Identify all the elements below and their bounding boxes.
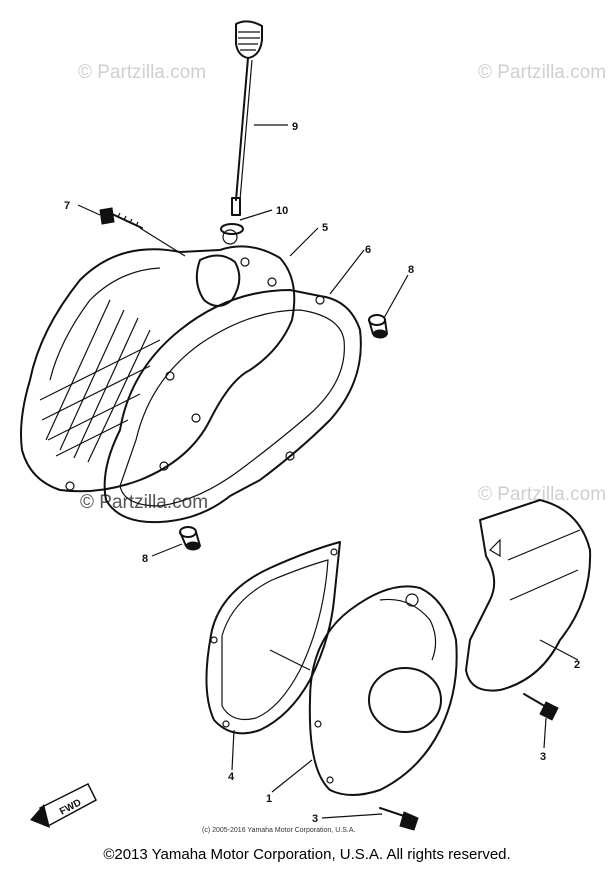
callout-4: 4 xyxy=(228,771,235,783)
callout-6: 6 xyxy=(365,244,371,256)
dipstick-part-9 xyxy=(231,20,263,216)
fwd-arrow-icon: FWD xyxy=(30,782,97,828)
screw-part-3-right xyxy=(523,693,559,721)
footer-copyright: ©2013 Yamaha Motor Corporation, U.S.A. A… xyxy=(103,846,511,863)
callout-1: 1 xyxy=(266,793,272,805)
callout-8-upper: 8 xyxy=(408,264,414,276)
watermark-top-left: © Partzilla.com xyxy=(78,62,206,83)
watermark-middle-right: © Partzilla.com xyxy=(478,484,606,505)
gasket-part-4 xyxy=(205,541,341,735)
magneto-cover-part-1 xyxy=(308,585,458,796)
dowel-pin-part-8-upper xyxy=(368,314,388,339)
gasket-part-6 xyxy=(103,289,362,524)
callout-3-bottom: 3 xyxy=(312,813,318,825)
callout-9: 9 xyxy=(292,121,298,133)
watermark-middle-left: © Partzilla.com xyxy=(80,492,208,513)
callout-8-lower: 8 xyxy=(142,553,148,565)
callout-2: 2 xyxy=(574,659,580,671)
callout-10: 10 xyxy=(276,205,288,217)
o-ring-part-10 xyxy=(220,223,244,235)
screw-part-3-bottom xyxy=(379,807,419,831)
crankcase-cover-part-5 xyxy=(20,229,296,493)
bolt-part-7 xyxy=(99,207,143,229)
dowel-pin-part-8-lower xyxy=(179,526,201,551)
small-copyright: (c) 2005-2016 Yamaha Motor Corporation, … xyxy=(202,827,355,834)
callout-3-right: 3 xyxy=(540,751,546,763)
leader-lines xyxy=(77,124,579,819)
callout-7: 7 xyxy=(64,200,70,212)
sprocket-cover-part-2 xyxy=(465,499,592,692)
callout-5: 5 xyxy=(322,222,328,234)
watermark-top-right: © Partzilla.com xyxy=(478,62,606,83)
